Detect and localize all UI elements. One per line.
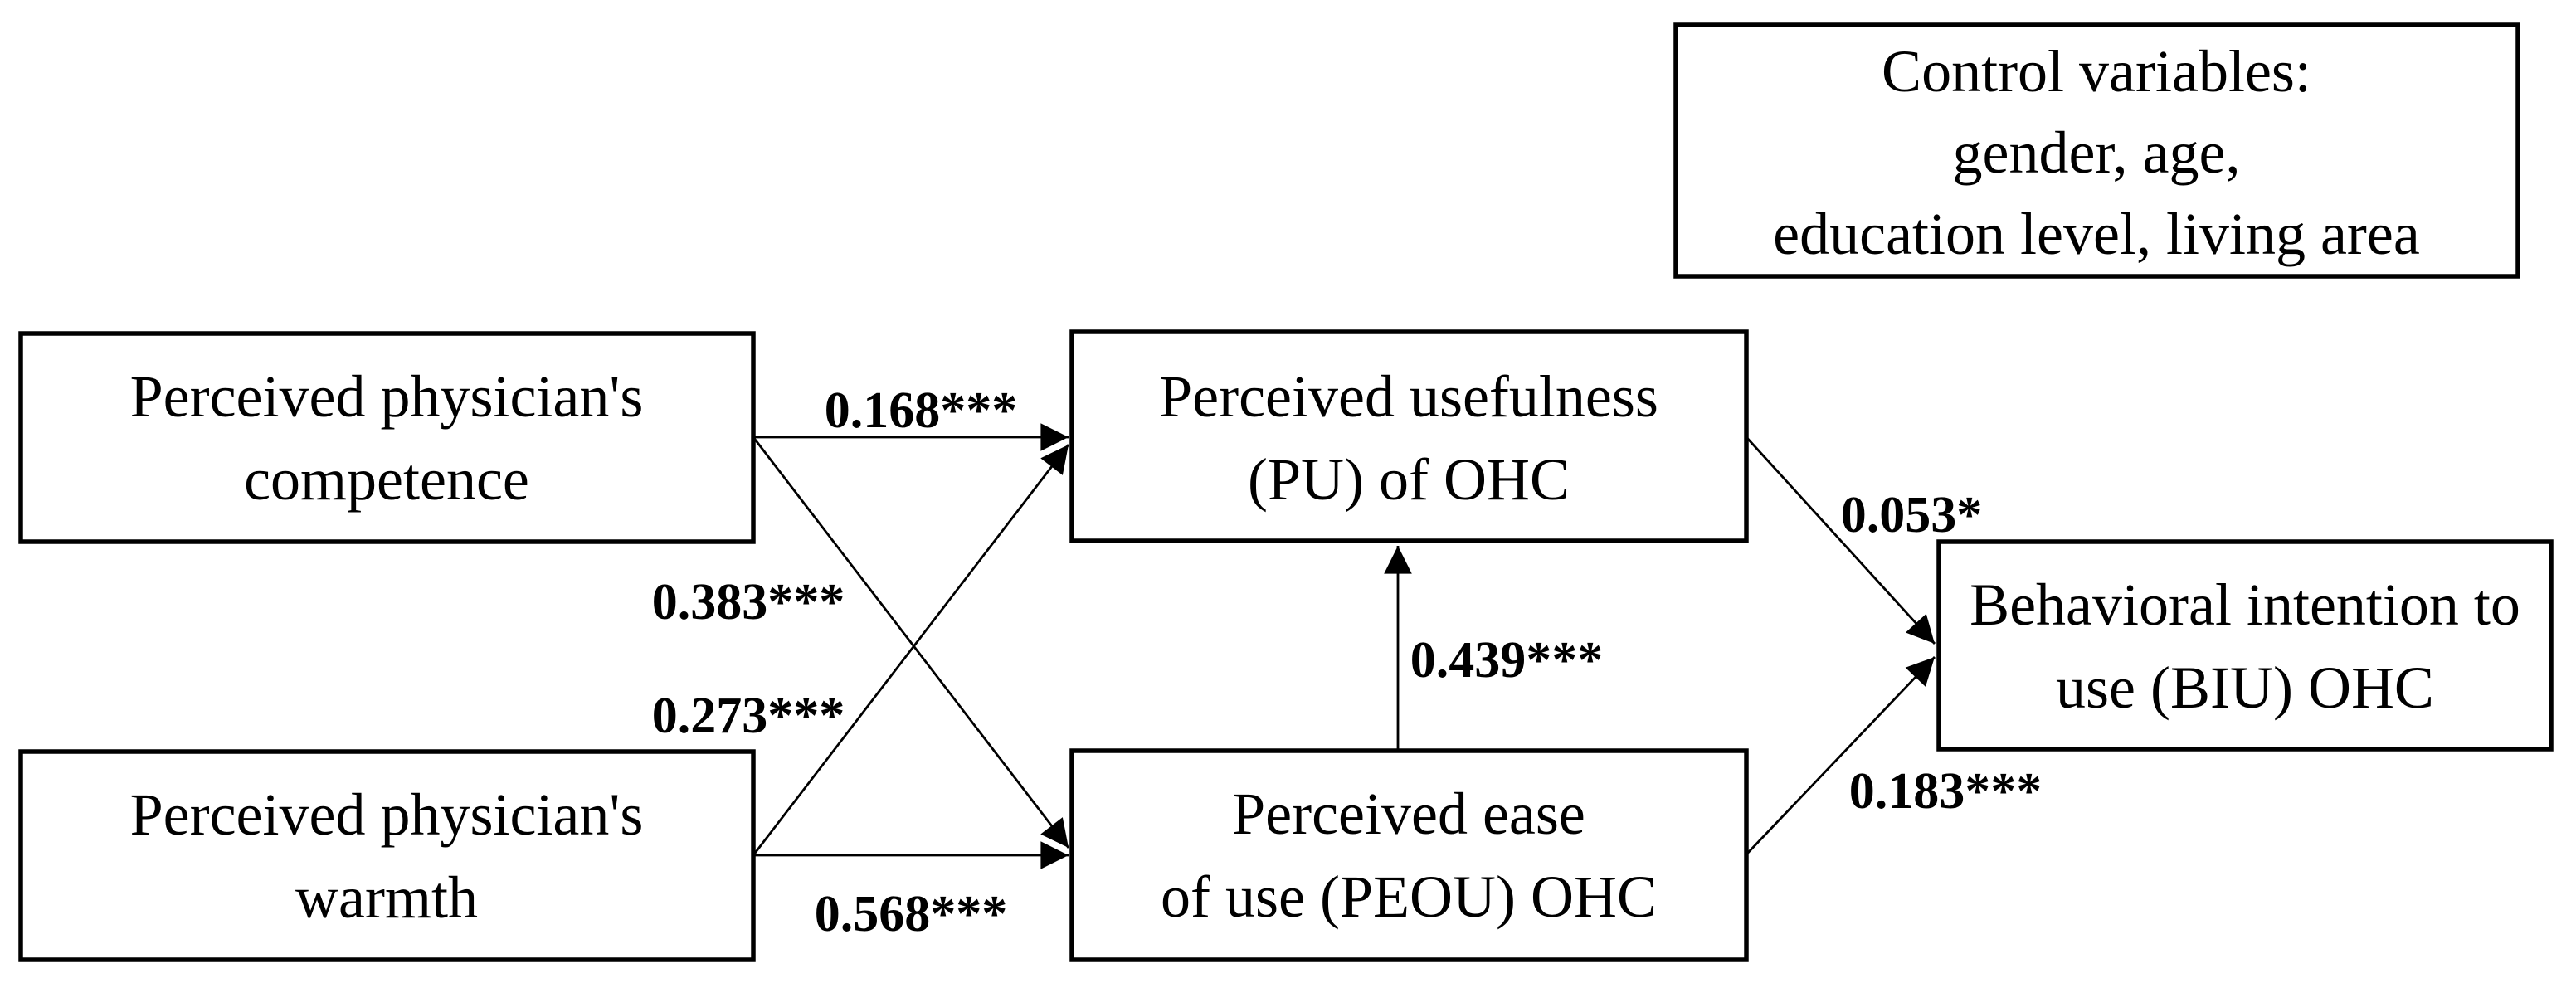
biu-label-line-1: Behavioral intention to: [1970, 572, 2520, 638]
biu-box: [1936, 539, 2554, 752]
coefficient-pu-biu: 0.053*: [1841, 487, 1983, 543]
arrow-warmth-to-pu: [752, 444, 1070, 856]
competence-label-line-1: Perceived physician's: [130, 363, 644, 430]
coefficient-warmth-peou: 0.568***: [815, 886, 1008, 942]
peou-box: [1069, 748, 1749, 962]
coefficient-peou-pu: 0.439***: [1410, 632, 1604, 689]
competence-box: [18, 331, 756, 544]
arrow-competence-to-peou: [752, 436, 1070, 849]
control-variables-box: [1673, 22, 2520, 279]
coefficient-competence-pu: 0.168***: [825, 382, 1018, 439]
coefficient-competence-peou: 0.383***: [652, 574, 845, 630]
control-variables-line-3: education level, living area: [1773, 201, 2420, 267]
arrow-pu-to-biu: [1745, 436, 1936, 645]
pu-label-line-1: Perceived usefulness: [1159, 363, 1658, 430]
coefficient-warmth-pu: 0.273***: [652, 688, 845, 744]
competence-label-line-2: competence: [244, 446, 529, 513]
biu-label-line-2: use (BIU) OHC: [2056, 655, 2434, 721]
coefficient-peou-biu: 0.183***: [1849, 763, 2043, 820]
arrow-peou-to-biu: [1745, 656, 1936, 855]
peou-label-line-2: of use (PEOU) OHC: [1161, 864, 1657, 930]
warmth-box: [18, 749, 756, 962]
pu-box: [1069, 329, 1749, 543]
control-variables-line-1: Control variables:: [1882, 38, 2311, 105]
warmth-label-line-1: Perceived physician's: [130, 781, 644, 848]
warmth-label-line-2: warmth: [295, 864, 478, 931]
peou-label-line-1: Perceived ease: [1232, 781, 1585, 847]
control-variables-line-2: gender, age,: [1953, 119, 2241, 186]
pu-label-line-2: (PU) of OHC: [1248, 446, 1570, 513]
